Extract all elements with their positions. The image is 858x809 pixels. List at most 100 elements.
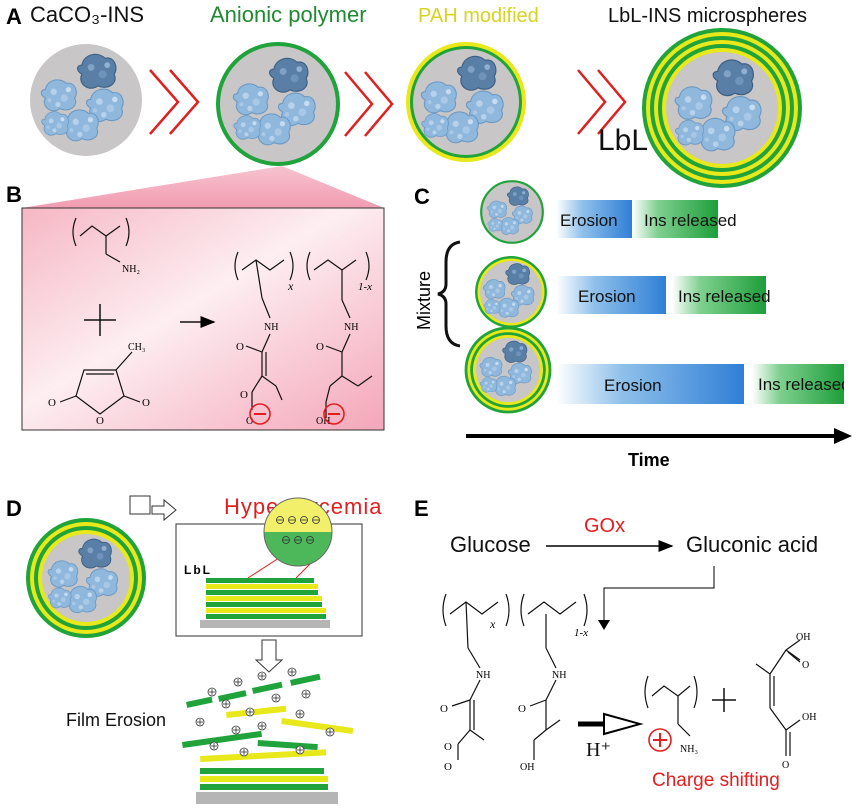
nh-label: NH bbox=[344, 322, 358, 333]
oh-label: OH bbox=[316, 416, 330, 427]
released-label: Ins released bbox=[644, 211, 737, 230]
release-bar bbox=[632, 200, 718, 238]
connector-arrowhead-icon bbox=[598, 620, 610, 630]
copolymer-structure bbox=[442, 593, 588, 760]
time-label: Time bbox=[628, 450, 670, 470]
mixture-brace-icon bbox=[437, 240, 461, 348]
chevron-arrow-icon bbox=[344, 71, 394, 137]
sphere-row2 bbox=[475, 256, 547, 328]
stage2-label: Anionic polymer bbox=[210, 2, 367, 27]
o-label: O bbox=[240, 389, 248, 401]
panel-b-letter: B bbox=[6, 182, 22, 207]
o-label: O bbox=[440, 703, 448, 715]
panel-c: C Mixture Erosion Ins released Erosion I… bbox=[414, 180, 852, 470]
oh-label: OH bbox=[802, 712, 816, 723]
gox-label: GOx bbox=[584, 515, 625, 537]
one-minus-x-label: 1-x bbox=[574, 627, 588, 639]
charge-symbols bbox=[276, 516, 320, 544]
erosion-bar bbox=[556, 200, 632, 238]
panel-d: D Hyperglycemia LbL bbox=[6, 494, 382, 804]
pah-structure bbox=[72, 217, 130, 263]
o-label: O bbox=[802, 660, 809, 671]
stage4-label: LbL-INS microspheres bbox=[608, 5, 807, 27]
panel-e: E Glucose GOx Gluconic acid bbox=[414, 496, 818, 791]
x-label: x bbox=[287, 279, 294, 293]
panel-c-letter: C bbox=[414, 184, 430, 209]
nh3-label: NH₃ bbox=[680, 744, 698, 755]
charge-shifting-label: Charge shifting bbox=[652, 770, 780, 791]
zoom-arrow-icon bbox=[151, 498, 177, 522]
panel-a: A CaCO₃-INS Anionic polymer PAH modified… bbox=[6, 2, 807, 188]
charge-bubble bbox=[263, 497, 333, 567]
o-label: O bbox=[782, 760, 789, 771]
chevron-arrow-icon bbox=[577, 69, 627, 135]
glucose-label: Glucose bbox=[450, 532, 531, 557]
zoom-fan bbox=[22, 166, 384, 208]
ch3-label: CH₃ bbox=[128, 342, 145, 353]
o-label: O bbox=[48, 397, 56, 409]
gluconic-label: Gluconic acid bbox=[686, 532, 818, 557]
o-label: O bbox=[444, 761, 452, 773]
released-label: Ins released bbox=[678, 287, 771, 306]
one-minus-x-label: 1-x bbox=[358, 281, 372, 293]
lbl-label: LbL bbox=[184, 563, 212, 577]
nh-label: NH bbox=[476, 670, 490, 681]
panel-a-letter: A bbox=[6, 4, 22, 29]
eroding-layers bbox=[182, 673, 354, 804]
time-arrowhead-icon bbox=[834, 428, 852, 444]
negative-charge-icon bbox=[323, 403, 345, 425]
bubble-pointer bbox=[247, 555, 283, 579]
nh2-label: NH₂ bbox=[122, 264, 140, 275]
plus-icon bbox=[712, 688, 736, 712]
release-bar bbox=[672, 276, 766, 314]
anhydride-structure bbox=[59, 351, 141, 415]
o-label: O bbox=[236, 341, 244, 353]
o-label: O bbox=[96, 415, 104, 427]
positive-charges bbox=[195, 667, 335, 757]
mixture-label: Mixture bbox=[414, 271, 434, 330]
lbl-microsphere bbox=[642, 28, 802, 188]
connector-line bbox=[603, 566, 715, 626]
fat-arrowhead-icon bbox=[603, 712, 644, 736]
o-label: O bbox=[142, 397, 150, 409]
plus-icon bbox=[84, 304, 116, 336]
lbl-label: LbL bbox=[598, 124, 648, 157]
erosion-bar bbox=[556, 276, 666, 314]
down-arrow-icon bbox=[254, 639, 284, 673]
oh-label: OH bbox=[520, 762, 534, 773]
o-label: O bbox=[316, 341, 324, 353]
positive-charge-icon bbox=[648, 728, 672, 752]
erosion-label: Erosion bbox=[604, 376, 662, 395]
oh-label: OH bbox=[796, 632, 810, 643]
release-bar bbox=[752, 364, 844, 404]
core-sphere bbox=[30, 44, 142, 156]
panel-b: B NH₂ CH₃ O O O bbox=[6, 166, 385, 431]
lbl-sphere bbox=[26, 518, 146, 638]
panel-d-letter: D bbox=[6, 496, 22, 521]
erosion-bar bbox=[556, 364, 744, 404]
hplus-label: H⁺ bbox=[586, 739, 611, 761]
nh-label: NH bbox=[552, 670, 566, 681]
citraconic-acid-structure bbox=[755, 639, 801, 756]
o-label: O bbox=[246, 416, 253, 427]
sphere-row3 bbox=[464, 326, 552, 414]
negative-charge-icon bbox=[249, 403, 271, 425]
nh-label: NH bbox=[264, 322, 278, 333]
chevron-arrow-icon bbox=[149, 69, 200, 135]
pah-product-structure bbox=[644, 675, 698, 737]
layer-stack bbox=[200, 578, 330, 628]
x-label: x bbox=[489, 617, 496, 631]
stage3-label: PAH modified bbox=[418, 5, 539, 27]
plus-marks bbox=[197, 669, 333, 755]
anionic-polymer-sphere bbox=[216, 42, 340, 166]
sphere-row1 bbox=[480, 180, 544, 244]
panel-e-letter: E bbox=[414, 496, 429, 521]
pah-modified-sphere bbox=[406, 42, 526, 162]
o-label: O bbox=[444, 741, 452, 753]
copolymer-structure bbox=[234, 251, 373, 418]
released-clip: Ins released bbox=[758, 375, 851, 394]
erosion-label: Erosion bbox=[578, 287, 636, 306]
erosion-label: Erosion bbox=[560, 211, 618, 230]
released-label: Ins released bbox=[758, 375, 851, 394]
